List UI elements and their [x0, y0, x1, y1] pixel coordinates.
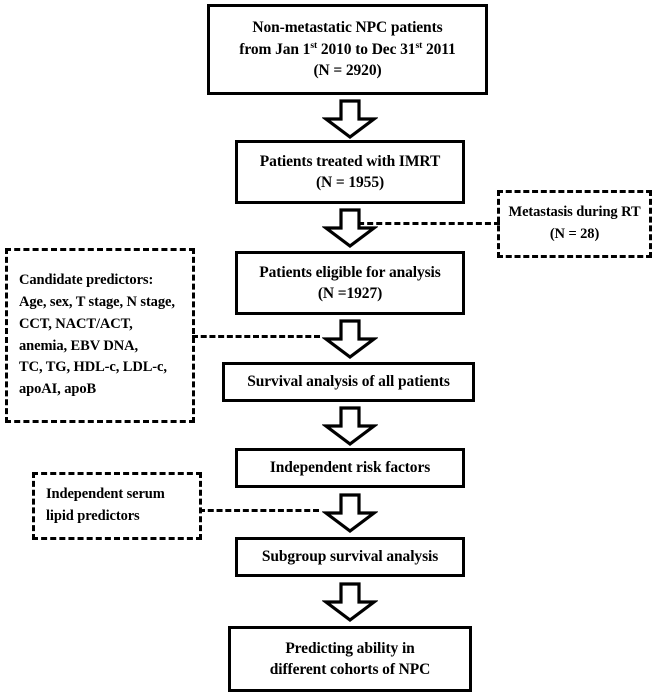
node-cohort-sup-1: st	[310, 39, 318, 51]
node-subgroup-line1: Subgroup survival analysis	[261, 548, 439, 566]
node-serum-lipid: Independent serum lipid predictors	[32, 472, 202, 540]
node-survival-all: Survival analysis of all patients	[222, 362, 475, 402]
node-metastasis-line1: Metastasis during RT	[508, 204, 641, 221]
arrow-cohort-to-imrt	[322, 99, 378, 139]
node-candidate-predictors-line1: Candidate predictors:	[19, 272, 154, 289]
node-serum-lipid-line2: lipid predictors	[46, 508, 140, 524]
node-cohort: Non-metastatic NPC patients from Jan 1st…	[207, 4, 488, 95]
node-cohort-line2-b: 2010 to Dec 31	[317, 40, 416, 58]
node-imrt-line1: Patients treated with IMRT	[259, 152, 441, 170]
node-candidate-predictors-line5: TC, TG, HDL-c, LDL-c,	[19, 359, 167, 376]
node-candidate-predictors-line2: Age, sex, T stage, N stage,	[19, 294, 175, 310]
node-risk-factors: Independent risk factors	[235, 448, 465, 488]
node-eligible-line2: (N =1927)	[317, 285, 383, 302]
node-predicting: Predicting ability in different cohorts …	[228, 626, 472, 692]
arrow-imrt-to-eligible	[322, 208, 378, 248]
node-eligible-line1: Patients eligible for analysis	[259, 263, 441, 281]
node-predicting-line1: Predicting ability in	[285, 639, 415, 657]
arrow-survival-to-risk	[322, 406, 378, 446]
arrow-risk-to-subgroup	[322, 493, 378, 533]
node-cohort-sup-2: st	[415, 39, 423, 51]
arrow-eligible-to-survival	[322, 319, 378, 359]
node-predicting-line2: different cohorts of NPC	[269, 661, 431, 678]
node-eligible: Patients eligible for analysis (N =1927)	[235, 251, 465, 315]
node-candidate-predictors-line3: CCT, NACT/ACT,	[19, 315, 133, 332]
node-metastasis-line2: (N = 28)	[549, 226, 600, 242]
node-candidate-predictors: Candidate predictors: Age, sex, T stage,…	[5, 248, 195, 423]
node-cohort-line1: Non-metastatic NPC patients	[252, 19, 443, 37]
node-serum-lipid-line1: Independent serum	[46, 486, 165, 503]
node-candidate-predictors-line6: apoAI, apoB	[19, 381, 97, 397]
node-metastasis: Metastasis during RT (N = 28)	[497, 190, 652, 258]
node-cohort-line2-a: from Jan 1	[239, 40, 311, 58]
dashed-connector-candidate-predictors	[192, 335, 320, 338]
node-subgroup: Subgroup survival analysis	[235, 537, 465, 577]
node-cohort-line3: (N = 2920)	[313, 62, 382, 80]
dashed-connector-serum-lipid	[199, 509, 319, 512]
node-imrt: Patients treated with IMRT (N = 1955)	[235, 140, 465, 204]
node-cohort-line2: from Jan 1st 2010 to Dec 31st 2011	[239, 39, 456, 60]
node-survival-all-line1: Survival analysis of all patients	[247, 373, 450, 391]
arrow-subgroup-to-predicting	[322, 582, 378, 622]
node-candidate-predictors-line4: anemia, EBV DNA,	[19, 337, 138, 354]
node-risk-factors-line1: Independent risk factors	[269, 459, 431, 477]
node-cohort-line2-c: 2011	[422, 40, 456, 58]
node-imrt-line2: (N = 1955)	[315, 174, 385, 191]
dashed-connector-metastasis	[340, 222, 500, 225]
